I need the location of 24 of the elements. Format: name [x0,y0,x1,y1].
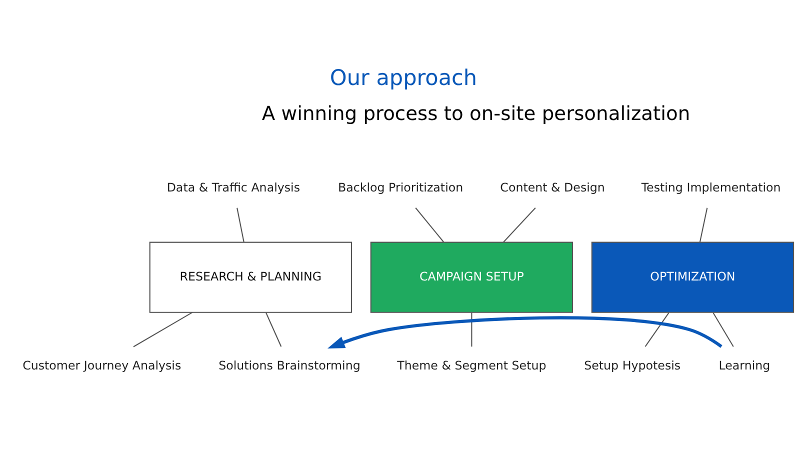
node-text: Setup Hypotesis [584,358,681,372]
label: A winning process to on-site personalization [262,102,690,125]
node-text: Data & Traffic Analysis [166,180,300,194]
node-box: RESEARCH & PLANNING [149,242,352,313]
connector [236,208,244,242]
node-text: Testing Implementation [641,180,781,194]
connector [503,208,536,242]
connector [133,312,193,348]
connector [471,312,472,347]
connector [712,312,734,347]
arrow [327,316,722,349]
connector [699,208,708,242]
connector [266,312,282,347]
node-text: Theme & Segment Setup [397,358,546,372]
connector [415,208,444,242]
node-text: Solutions Brainstorming [218,358,360,372]
connector [644,312,670,347]
node-box: CAMPAIGN SETUP [370,242,574,313]
node-text: Learning [718,358,770,372]
node-box: OPTIMIZATION [591,242,794,313]
diagram-title: Our approach [330,66,478,91]
node-text: Content & Design [500,180,605,194]
node-text: Backlog Prioritization [338,180,464,194]
node-text: Customer Journey Analysis [22,358,182,372]
